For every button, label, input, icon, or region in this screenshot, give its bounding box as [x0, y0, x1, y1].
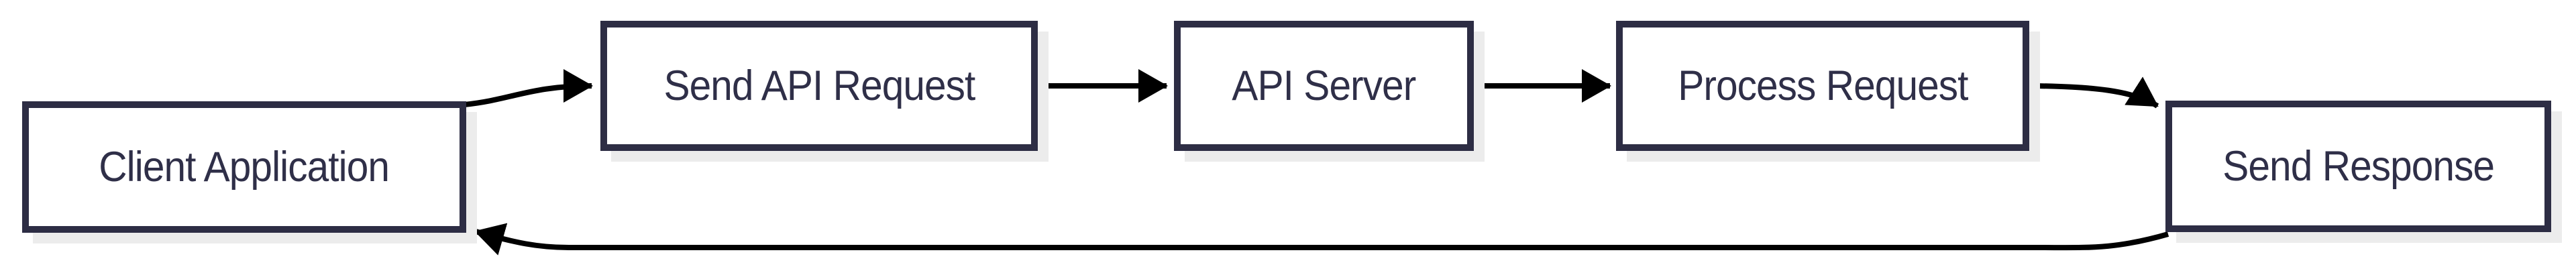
node-label-api-server: API Server [1232, 62, 1416, 109]
edge-process-request-to-send-response [2031, 76, 2159, 109]
node-send-api-request: Send API Request [600, 21, 1038, 151]
edge-send-response-to-client-application [474, 223, 2169, 256]
node-label-client-application: Client Application [99, 143, 390, 191]
node-label-process-request: Process Request [1677, 62, 1968, 109]
edge-client-to-send-api-request [464, 69, 593, 107]
node-label-send-api-request: Send API Request [663, 62, 975, 109]
node-client-application: Client Application [22, 101, 466, 233]
node-label-send-response: Send Response [2222, 142, 2495, 190]
node-send-response: Send Response [2165, 101, 2551, 232]
node-api-server: API Server [1174, 21, 1474, 151]
node-process-request: Process Request [1616, 21, 2029, 151]
